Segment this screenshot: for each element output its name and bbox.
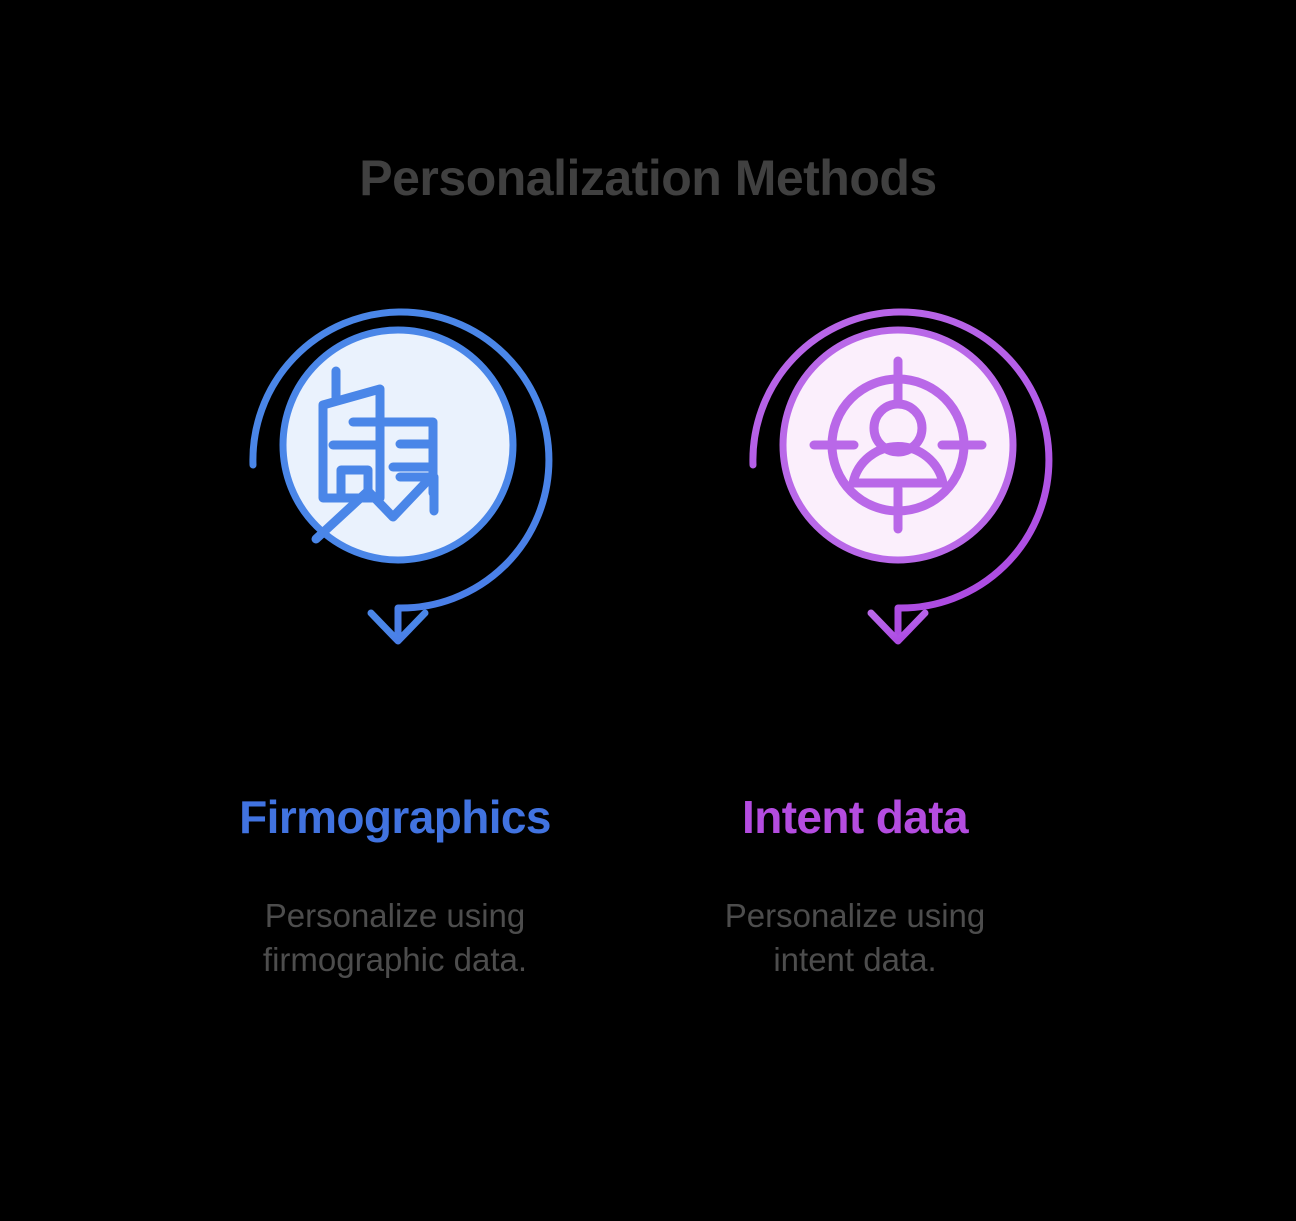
firmographics-heading: Firmographics — [239, 791, 551, 843]
intent-data-badge — [728, 305, 1068, 705]
page-title: Personalization Methods — [359, 150, 937, 206]
firmographics-description: Personalize using firmographic data. — [262, 897, 528, 978]
intent-data-heading: Intent data — [742, 791, 969, 843]
firmographics-text-block: Firmographics Personalize using firmogra… — [180, 790, 610, 982]
firmographics-badge — [228, 305, 568, 705]
intent-data-text-block: Intent data Personalize using intent dat… — [640, 790, 1070, 982]
building-growth-icon — [249, 308, 553, 645]
intent-data-description: Personalize using intent data. — [724, 897, 986, 978]
target-person-icon — [749, 308, 1053, 645]
badge-layer — [0, 300, 1296, 720]
